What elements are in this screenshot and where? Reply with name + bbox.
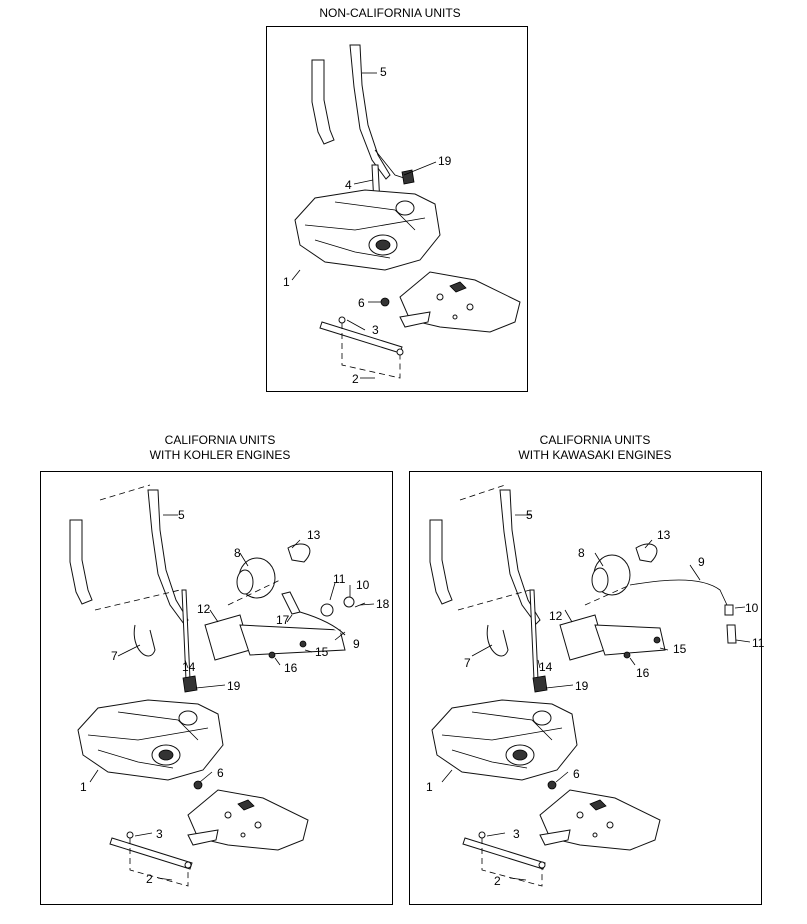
callout-label: 14 xyxy=(539,660,553,674)
title-california-kohler: CALIFORNIA UNITS WITH KOHLER ENGINES xyxy=(100,433,340,463)
callout-label: 19 xyxy=(575,679,589,693)
callouts-top: 5 19 4 1 6 3 2 xyxy=(283,65,452,386)
panel-california-kawasaki xyxy=(409,471,762,905)
callout-label: 8 xyxy=(234,546,241,560)
callout-label: 5 xyxy=(380,65,387,79)
callout-label: 1 xyxy=(80,780,87,794)
title-line: CALIFORNIA UNITS xyxy=(164,433,276,447)
panel-california-kohler xyxy=(40,471,393,905)
callout-label: 4 xyxy=(345,178,352,192)
callout-label: 3 xyxy=(372,323,379,337)
callout-label: 5 xyxy=(178,508,185,522)
callout-label: 6 xyxy=(358,296,365,310)
callout-label: 2 xyxy=(146,872,153,886)
callout-label: 6 xyxy=(217,766,224,780)
callout-label: 18 xyxy=(376,597,390,611)
title-line: CALIFORNIA UNITS xyxy=(539,433,651,447)
panel-non-california xyxy=(266,26,528,392)
callout-label: 7 xyxy=(464,656,471,670)
callout-label: 19 xyxy=(227,679,241,693)
callout-label: 3 xyxy=(156,827,163,841)
callout-label: 2 xyxy=(494,874,501,888)
callout-label: 6 xyxy=(573,767,580,781)
callout-label: 3 xyxy=(513,827,520,841)
callouts-left: 5 13 8 11 10 18 12 17 9 7 14 15 16 19 1 … xyxy=(80,508,390,886)
callouts-right: 5 13 9 8 10 12 11 7 14 15 16 19 1 6 3 2 xyxy=(426,508,765,888)
callout-label: 15 xyxy=(315,645,329,659)
diagram-california-kawasaki xyxy=(429,484,751,887)
callout-label: 19 xyxy=(438,154,452,168)
callout-label: 10 xyxy=(745,601,759,615)
callout-label: 10 xyxy=(356,578,370,592)
diagram-non-california xyxy=(291,44,521,379)
title-line: WITH KAWASAKI ENGINES xyxy=(518,448,672,462)
callout-label: 12 xyxy=(549,609,563,623)
title-non-california: NON-CALIFORNIA UNITS xyxy=(319,6,461,20)
diagram-california-kohler xyxy=(69,484,375,887)
callout-label: 13 xyxy=(307,528,321,542)
callout-label: 1 xyxy=(426,780,433,794)
callout-label: 9 xyxy=(353,637,360,651)
callout-label: 14 xyxy=(182,660,196,674)
callout-label: 15 xyxy=(673,642,687,656)
title-line: WITH KOHLER ENGINES xyxy=(149,448,291,462)
callout-label: 9 xyxy=(698,555,705,569)
callout-label: 2 xyxy=(352,372,359,386)
callout-label: 8 xyxy=(578,546,585,560)
callout-label: 17 xyxy=(276,613,290,627)
title-california-kawasaki: CALIFORNIA UNITS WITH KAWASAKI ENGINES xyxy=(475,433,715,463)
callout-label: 16 xyxy=(636,666,650,680)
callout-label: 13 xyxy=(657,528,671,542)
callout-label: 5 xyxy=(526,508,533,522)
callout-label: 7 xyxy=(111,649,118,663)
callout-label: 12 xyxy=(197,602,211,616)
callout-label: 11 xyxy=(752,636,765,650)
callout-label: 1 xyxy=(283,275,290,289)
callout-label: 16 xyxy=(284,661,298,675)
callout-label: 11 xyxy=(333,572,346,586)
